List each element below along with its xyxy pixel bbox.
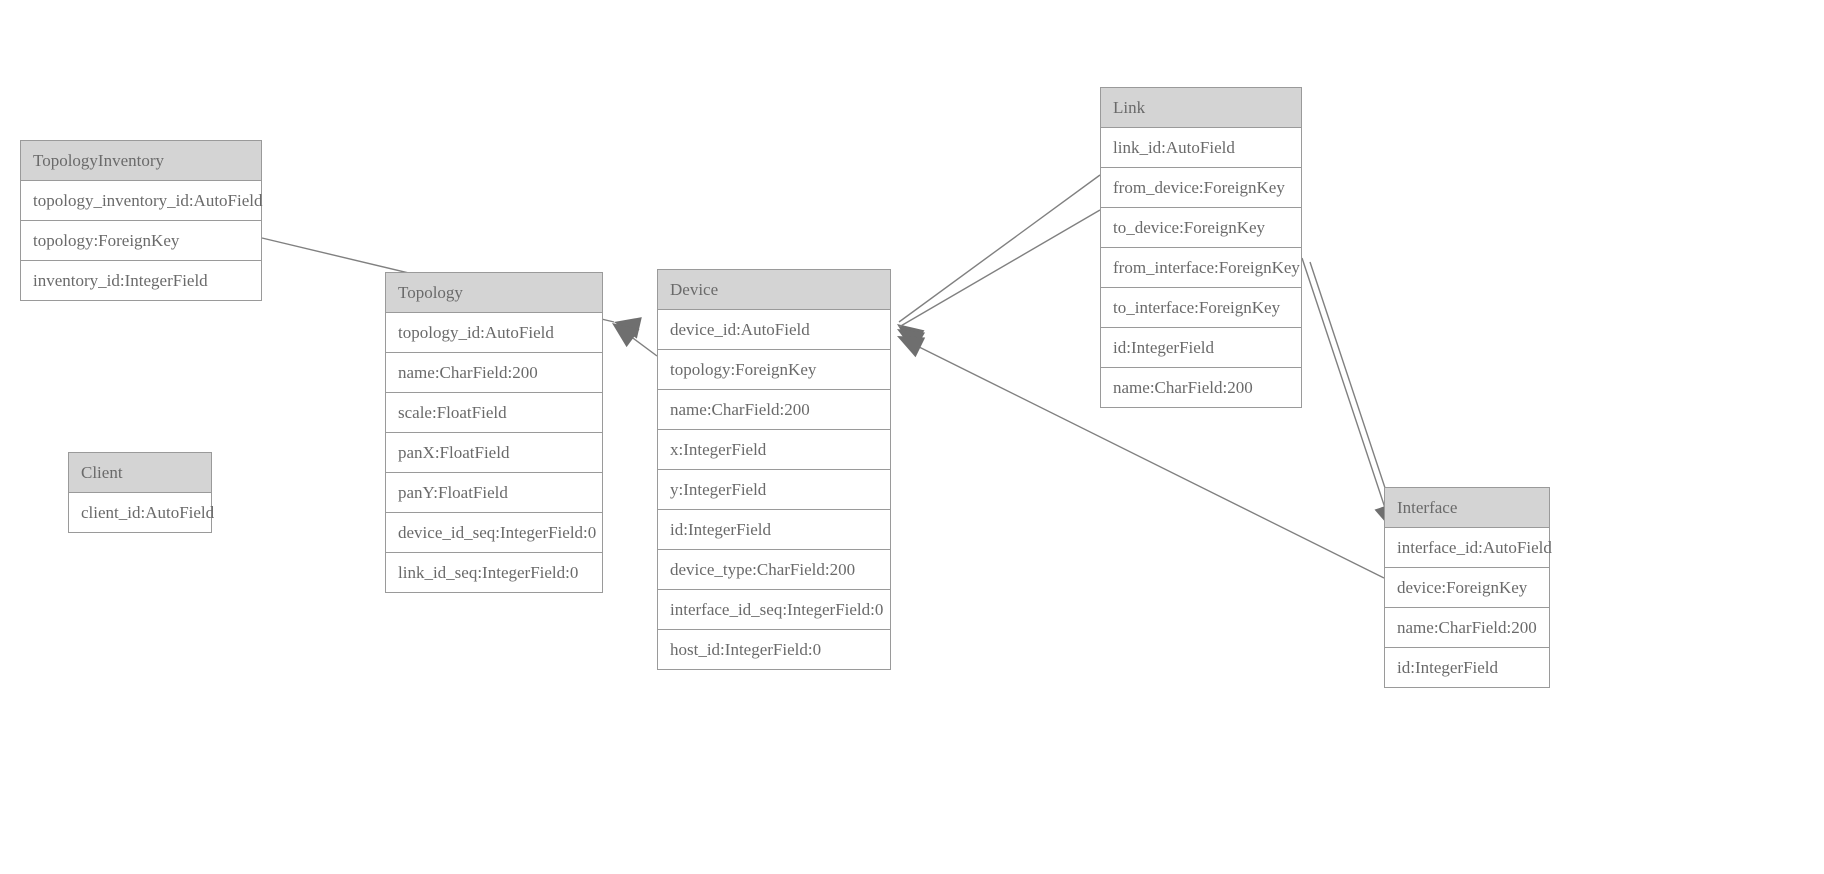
field-row: from_interface:ForeignKey [1101, 248, 1301, 288]
field-row: client_id:AutoField [69, 493, 214, 532]
field-row: panX:FloatField [386, 433, 602, 473]
field-row: device:ForeignKey [1385, 568, 1549, 608]
field-row: device_id:AutoField [658, 310, 890, 350]
field-row: y:IntegerField [658, 470, 890, 510]
entity-title-link: Link [1101, 88, 1301, 128]
entity-title-interface: Interface [1385, 488, 1549, 528]
field-row: name:CharField:200 [1101, 368, 1301, 407]
relationship-line [898, 209, 1101, 328]
relationship-arrowhead [897, 336, 926, 358]
field-row: topology_id:AutoField [386, 313, 602, 353]
field-row: id:IntegerField [1101, 328, 1301, 368]
field-row: topology:ForeignKey [658, 350, 890, 390]
relationship-line [1301, 257, 1393, 530]
relationship-arrowhead [897, 324, 925, 349]
field-row: topology_inventory_id:AutoField [21, 181, 263, 221]
field-row: scale:FloatField [386, 393, 602, 433]
field-row: to_device:ForeignKey [1101, 208, 1301, 248]
field-row: inventory_id:IntegerField [21, 261, 261, 300]
relationship-link-to-device [897, 209, 1101, 352]
field-row: panY:FloatField [386, 473, 602, 513]
entity-title-topology: Topology [386, 273, 602, 313]
relationship-arrowhead [612, 323, 640, 348]
field-row: topology:ForeignKey [21, 221, 261, 261]
field-row: device_type:CharField:200 [658, 550, 890, 590]
field-row: interface_id_seq:IntegerField:0 [658, 590, 890, 630]
field-row: x:IntegerField [658, 430, 890, 470]
relationship-line [613, 323, 658, 357]
entity-title-topologyinventory: TopologyInventory [21, 141, 261, 181]
field-row: interface_id:AutoField [1385, 528, 1552, 568]
field-row: name:CharField:200 [658, 390, 890, 430]
field-row: link_id:AutoField [1101, 128, 1301, 168]
entity-title-client: Client [69, 453, 211, 493]
relationship-arrowhead [897, 329, 926, 352]
field-row: id:IntegerField [1385, 648, 1549, 687]
field-row: id:IntegerField [658, 510, 890, 550]
field-row: host_id:IntegerField:0 [658, 630, 890, 669]
relationship-device-topology [612, 323, 658, 357]
relationship-arrowhead [614, 317, 642, 339]
field-row: name:CharField:200 [1385, 608, 1549, 648]
field-row: name:CharField:200 [386, 353, 602, 393]
relationship-link-from-device [897, 174, 1101, 349]
field-row: to_interface:ForeignKey [1101, 288, 1301, 328]
field-row: from_device:ForeignKey [1101, 168, 1301, 208]
entity-title-device: Device [658, 270, 890, 310]
field-row: link_id_seq:IntegerField:0 [386, 553, 602, 592]
relationship-line [898, 174, 1101, 323]
field-row: device_id_seq:IntegerField:0 [386, 513, 602, 553]
